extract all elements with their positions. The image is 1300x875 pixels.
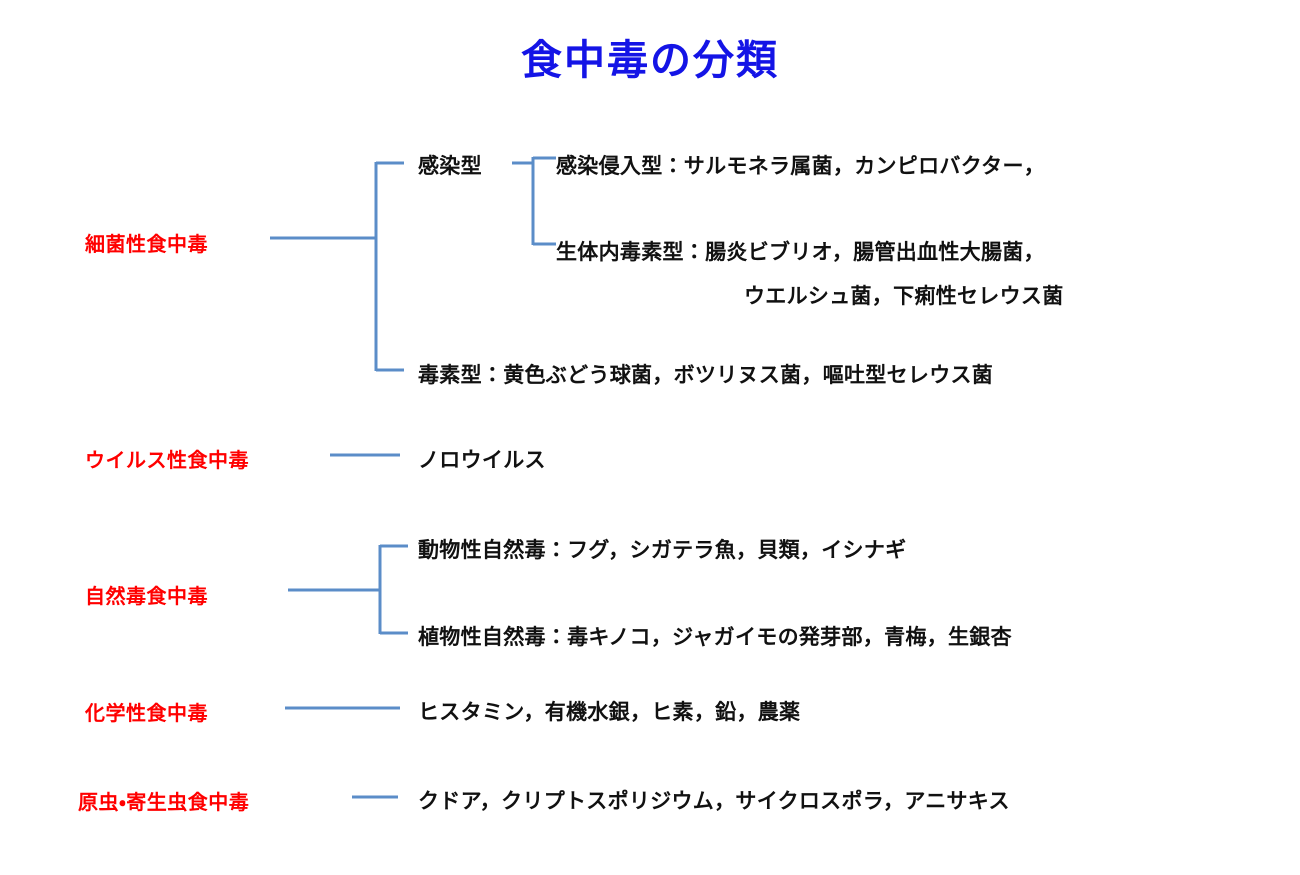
category-label-protozoa-parasite[interactable]: 原虫・寄生虫食中毒 (78, 790, 250, 814)
category-label-chemical[interactable]: 化学性食中毒 (85, 701, 208, 725)
node-in-vivo-toxin[interactable]: 生体内毒素型：腸炎ビブリオ，腸管出血性大腸菌， (556, 240, 1045, 264)
node-infection-invasive[interactable]: 感染侵入型：サルモネラ属菌，カンピロバクター， (556, 154, 1046, 178)
category-label-viral[interactable]: ウイルス性食中毒 (85, 448, 249, 472)
node-animal-natural-toxin[interactable]: 動物性自然毒：フグ，シガテラ魚，貝類，イシナギ (418, 538, 907, 562)
node-norovirus[interactable]: ノロウイルス (418, 448, 546, 472)
node-chemical-items[interactable]: ヒスタミン，有機水銀，ヒ素，鉛，農薬 (418, 700, 801, 724)
node-parasite-items[interactable]: クドア，クリプトスポリジウム，サイクロスポラ，アニサキス (418, 789, 1010, 813)
node-infection-type[interactable]: 感染型 (418, 154, 482, 178)
node-in-vivo-toxin-continuation[interactable]: ウエルシュ菌，下痢性セレウス菌 (744, 284, 1064, 308)
node-plant-natural-toxin[interactable]: 植物性自然毒：毒キノコ，ジャガイモの発芽部，青梅，生銀杏 (418, 625, 1012, 649)
category-label-bacterial[interactable]: 細菌性食中毒 (85, 232, 208, 256)
page-title: 食中毒の分類 (521, 36, 779, 84)
node-toxin-type[interactable]: 毒素型：黄色ぶどう球菌，ボツリヌス菌，嘔吐型セレウス菌 (418, 363, 994, 387)
category-label-natural-toxin[interactable]: 自然毒食中毒 (85, 584, 208, 608)
